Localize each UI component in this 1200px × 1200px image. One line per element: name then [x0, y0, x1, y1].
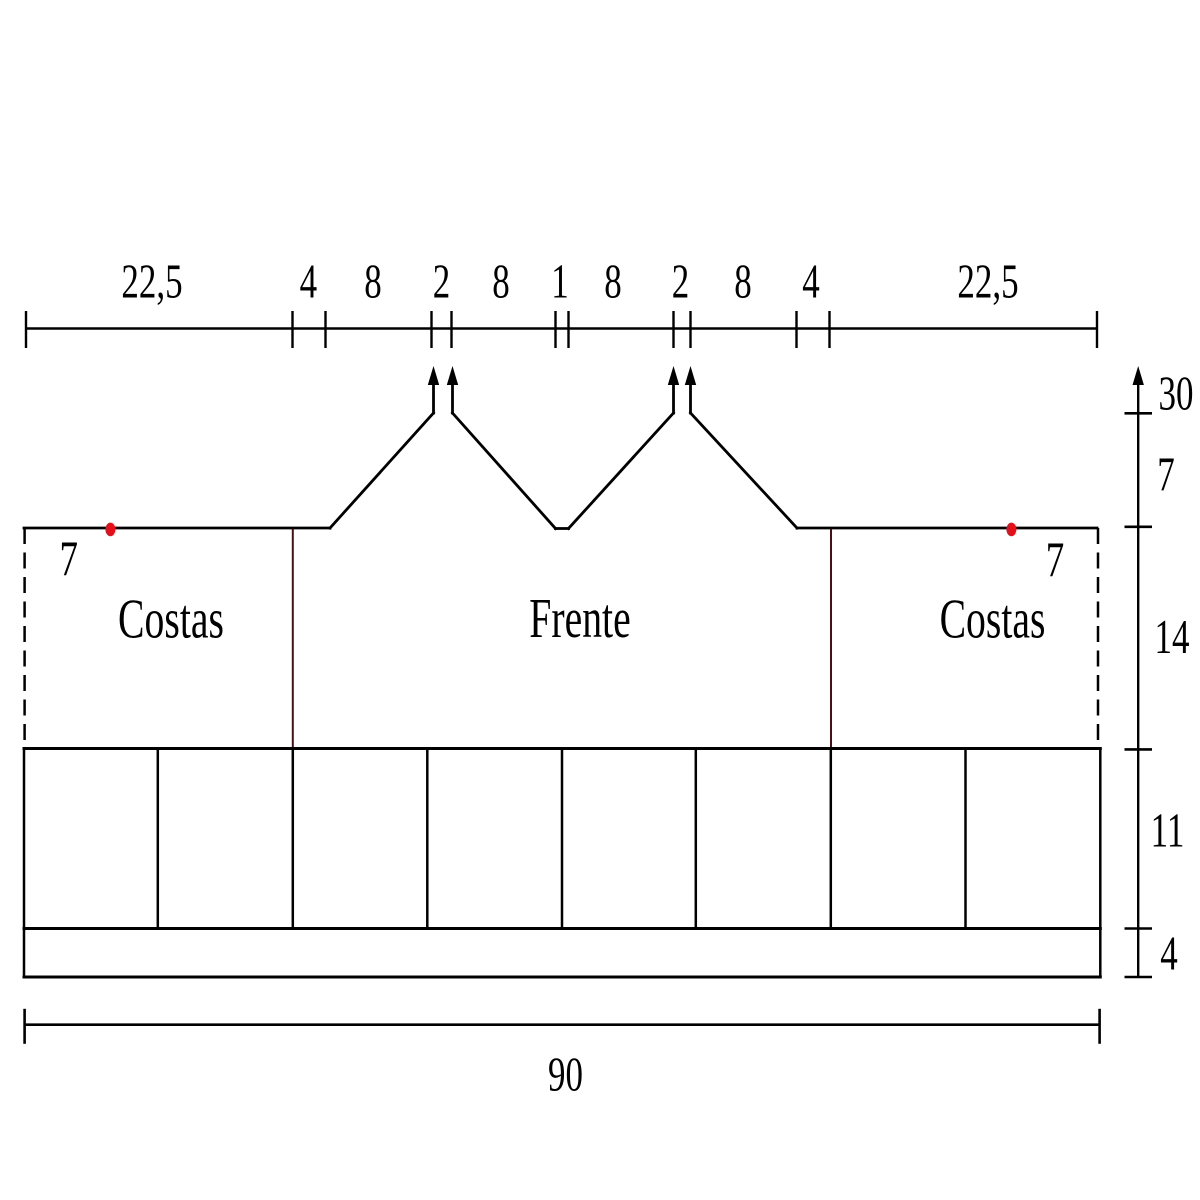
svg-text:8: 8 — [492, 255, 509, 309]
svg-text:7: 7 — [1157, 448, 1174, 502]
svg-text:14: 14 — [1155, 610, 1190, 664]
svg-text:11: 11 — [1151, 804, 1185, 858]
svg-text:8: 8 — [734, 255, 751, 309]
svg-text:Costas: Costas — [118, 589, 224, 650]
svg-text:8: 8 — [604, 255, 621, 309]
svg-text:4: 4 — [1160, 927, 1177, 981]
svg-text:4: 4 — [300, 255, 317, 309]
svg-text:1: 1 — [551, 255, 568, 309]
svg-text:7: 7 — [1046, 532, 1064, 588]
svg-text:8: 8 — [364, 255, 381, 309]
svg-text:90: 90 — [548, 1048, 583, 1102]
svg-text:2: 2 — [672, 255, 689, 309]
svg-text:7: 7 — [60, 531, 78, 587]
svg-text:2: 2 — [433, 255, 450, 309]
svg-text:30: 30 — [1159, 367, 1194, 421]
svg-text:Costas: Costas — [940, 589, 1046, 650]
svg-text:22,5: 22,5 — [121, 255, 182, 309]
svg-text:22,5: 22,5 — [957, 255, 1018, 309]
svg-text:Frente: Frente — [529, 589, 630, 650]
svg-text:4: 4 — [802, 255, 819, 309]
